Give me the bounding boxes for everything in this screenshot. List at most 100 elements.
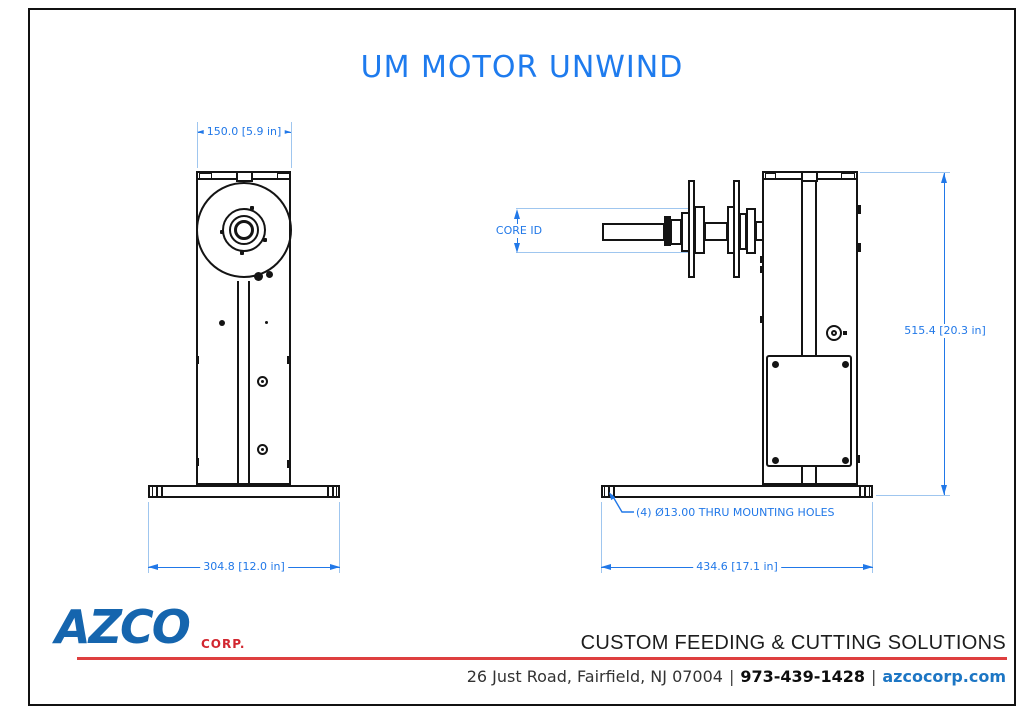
hub-screw (263, 238, 267, 242)
base-hole-mark (336, 487, 337, 496)
arrow-right-icon (330, 564, 340, 570)
footer-accent-line (77, 657, 1007, 660)
base-hole-mark (156, 487, 158, 496)
knob-center (831, 330, 837, 336)
slot-line (237, 281, 239, 485)
arrow-right-icon (863, 564, 873, 570)
base-hole-mark (161, 487, 163, 496)
fastener-dot (265, 321, 268, 324)
edge-tick (287, 356, 290, 364)
dimension-line (517, 237, 518, 243)
front-base-dimension: 304.8 [12.0 in] (200, 560, 288, 574)
base-hole-mark (152, 487, 153, 496)
extension-line (601, 502, 602, 573)
base-hole-mark (613, 487, 615, 496)
base-hole-mark (604, 487, 605, 496)
edge-tick (196, 458, 199, 466)
hub-screw (220, 230, 224, 234)
page-title: UM MOTOR UNWIND (360, 50, 684, 85)
extension-line (197, 122, 198, 168)
hub-bore (234, 220, 254, 240)
company-phone: 973-439-1428 (740, 667, 865, 686)
extension-line (876, 495, 950, 496)
base-hole-mark (332, 487, 334, 496)
box-corner-screw (842, 457, 849, 464)
dimension-line (517, 218, 518, 224)
company-address: 26 Just Road, Fairfield, NJ 07004 (466, 667, 723, 686)
panel-seam-line (801, 467, 803, 485)
arrow-left-icon (197, 129, 207, 135)
edge-nub (856, 243, 861, 252)
edge-tick (760, 256, 764, 263)
fastener-dot (266, 271, 273, 278)
extension-line (291, 122, 292, 168)
shaft-grip-ring (664, 216, 671, 246)
arrow-left-icon (601, 564, 611, 570)
hub-screw (240, 251, 244, 255)
leader-arrow-icon (609, 492, 634, 513)
hub-screw (250, 206, 254, 210)
separator: | (870, 667, 877, 686)
extension-line (516, 252, 689, 253)
cap-notch (277, 173, 290, 179)
base-hole-mark (864, 487, 866, 496)
slot-screw (257, 444, 268, 455)
front-base-plate (148, 485, 340, 498)
mounting-holes-note: (4) Ø13.00 THRU MOUNTING HOLES (636, 506, 835, 519)
front-width-dimension: 150.0 [5.9 in] (203, 125, 285, 139)
extension-line (339, 502, 340, 573)
panel-seam-line (815, 467, 817, 485)
side-height-dimension: 515.4 [20.3 in] (901, 324, 989, 338)
extension-line (148, 502, 149, 573)
arrow-down-icon (514, 243, 520, 253)
base-hole-mark (327, 487, 329, 496)
arrow-up-icon (514, 209, 520, 219)
contact-line: 26 Just Road, Fairfield, NJ 07004 | 973-43… (380, 667, 1006, 686)
edge-nub (856, 205, 861, 214)
extension-line (860, 172, 950, 173)
knob-nub (843, 331, 847, 335)
panel-seam-line (801, 180, 803, 355)
box-corner-screw (772, 361, 779, 368)
panel-seam-line (815, 180, 817, 355)
box-corner-screw (842, 361, 849, 368)
cap-notch (199, 173, 212, 179)
edge-tick (760, 266, 764, 273)
slot-line (248, 281, 250, 485)
azco-logo: AZCO (55, 600, 191, 654)
side-base-plate (601, 485, 873, 498)
drawing-border (28, 8, 1016, 706)
slot-screw (257, 376, 268, 387)
extension-line (872, 502, 873, 573)
slot-screw-center (261, 380, 264, 383)
base-hole-mark (869, 487, 870, 496)
separator: | (728, 667, 735, 686)
slot-screw-center (261, 448, 264, 451)
edge-tick (287, 460, 290, 468)
edge-tick (196, 356, 199, 364)
cap-center-tab (236, 171, 253, 182)
core-id-label: CORE ID (492, 224, 546, 238)
box-corner-screw (772, 457, 779, 464)
adjustment-knob (826, 325, 842, 341)
hub-ring (229, 215, 259, 245)
unwind-shaft-rod (602, 223, 665, 241)
azco-logo-corp: CORP. (201, 637, 246, 651)
fastener-dot (219, 320, 225, 326)
shaft-mid-section (704, 222, 728, 241)
cap-notch (841, 173, 855, 179)
side-base-dimension: 434.6 [17.1 in] (693, 560, 781, 574)
fastener-dot (254, 272, 263, 281)
arrow-left-icon (148, 564, 158, 570)
website-link[interactable]: azcocorp.com (882, 667, 1006, 686)
arrow-right-icon (281, 129, 291, 135)
arrow-down-icon (941, 485, 947, 495)
extension-line (516, 208, 689, 209)
company-tagline: CUSTOM FEEDING & CUTTING SOLUTIONS (580, 632, 1006, 654)
cap-center-tab (801, 171, 818, 182)
arrow-up-icon (941, 173, 947, 183)
electrical-box (766, 355, 852, 467)
base-hole-mark (859, 487, 861, 496)
cap-notch (765, 173, 776, 179)
